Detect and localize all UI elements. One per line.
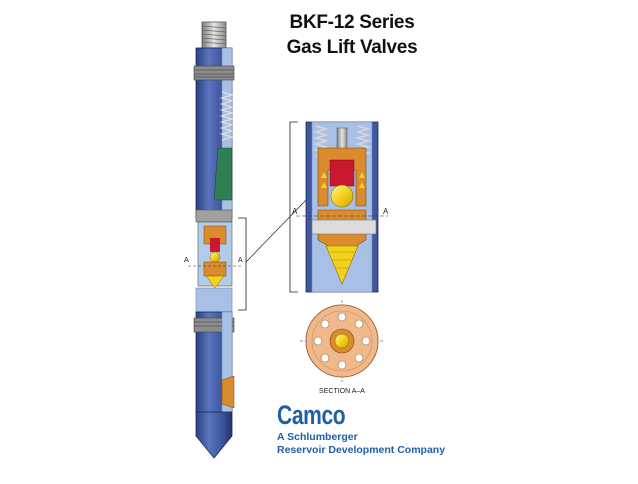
- leader-line: [245, 199, 307, 263]
- title-line-1: BKF-12 Series: [289, 12, 415, 33]
- valve-assembly: A A: [184, 21, 247, 459]
- section-marker-right: A: [238, 257, 243, 264]
- brand-tagline-1: A Schlumberger: [277, 431, 358, 443]
- section-aa-view: SECTION A–A: [300, 300, 384, 395]
- brand-logo-text: Camco: [277, 400, 346, 430]
- section-caption: SECTION A–A: [319, 388, 365, 395]
- title-line-2: Gas Lift Valves: [286, 37, 418, 58]
- section-marker-left: A: [184, 257, 189, 264]
- enlarged-check-detail: A A: [289, 121, 389, 293]
- detail-marker-right: A: [383, 207, 389, 216]
- detail-marker-left: A: [292, 207, 298, 216]
- brand-tagline-2: Reservoir Development Company: [277, 444, 446, 456]
